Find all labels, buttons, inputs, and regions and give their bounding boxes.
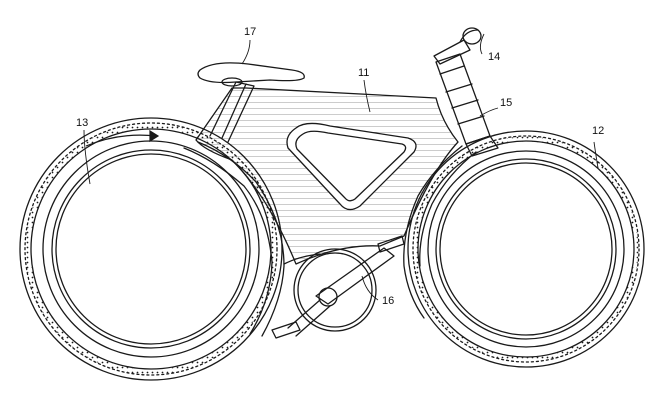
label-seat: 17 xyxy=(244,26,256,38)
label-front-wheel: 12 xyxy=(592,125,604,137)
frame xyxy=(183,87,477,337)
label-rear-wheel: 13 xyxy=(76,117,88,129)
fork-head xyxy=(435,53,499,157)
front-wheel xyxy=(407,130,645,368)
label-fork-head: 15 xyxy=(500,97,512,109)
rotation-arrow xyxy=(85,129,160,147)
handlebar xyxy=(433,27,482,65)
reference-labels: 17 11 14 15 12 13 16 xyxy=(76,26,604,307)
leader-lines xyxy=(83,33,599,301)
label-frame: 11 xyxy=(358,67,369,79)
rear-tread xyxy=(25,123,277,375)
label-crank: 16 xyxy=(382,295,394,307)
label-handlebar: 14 xyxy=(488,51,500,63)
seat xyxy=(197,62,305,84)
crank xyxy=(271,235,405,339)
front-tread xyxy=(413,136,639,362)
